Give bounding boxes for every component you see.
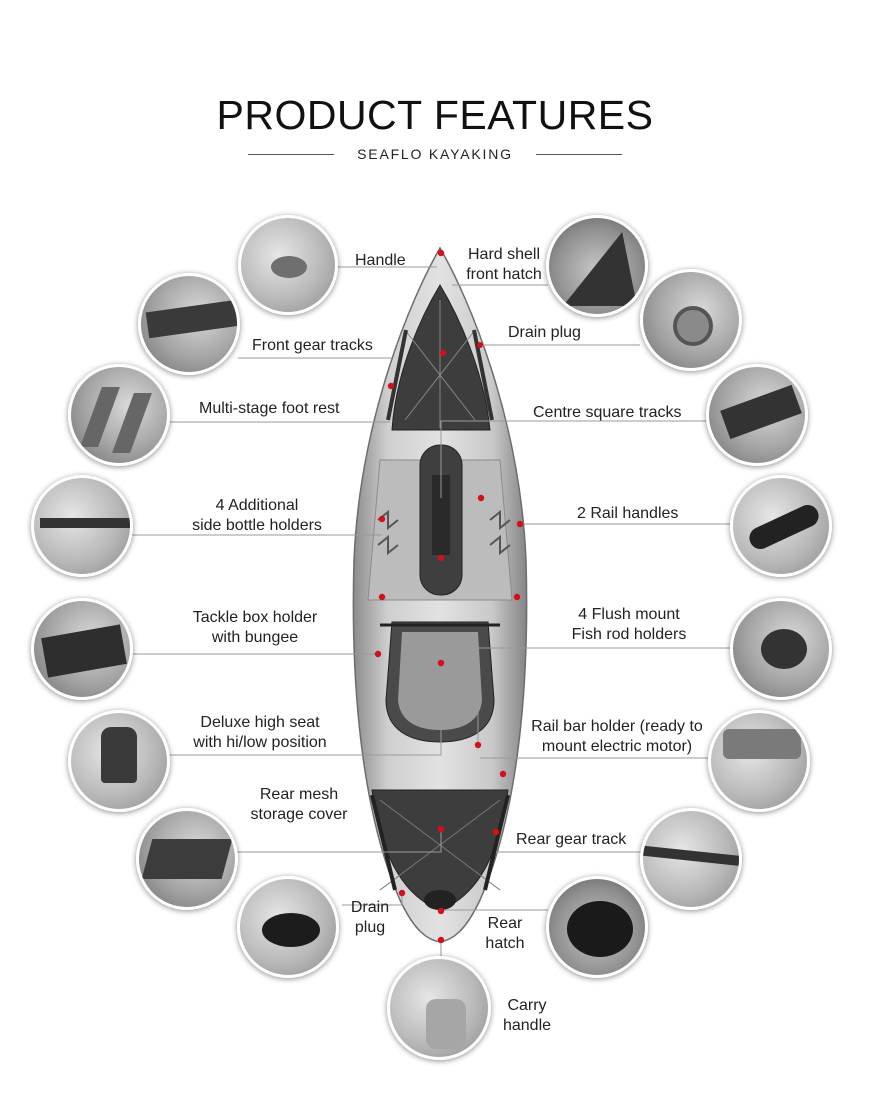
label-rail-bar: Rail bar holder (ready to mount electric… — [522, 717, 712, 757]
label-foot-rest: Multi-stage foot rest — [199, 400, 340, 417]
marker-rod-holder — [474, 741, 482, 749]
label-bottle-holders-line1: 4 Additional — [215, 497, 299, 514]
front-hatch-thumbnail — [546, 215, 648, 317]
label-rod-holders-line2: Fish rod holders — [571, 626, 687, 643]
bottle-holders-thumbnail — [31, 475, 133, 577]
label-drain-plug-bottom-line2: plug — [354, 919, 386, 936]
label-rear-hatch: Rear hatch — [476, 914, 534, 954]
label-seat-line2: with hi/low position — [193, 734, 327, 751]
rear-hatch-thumbnail — [546, 876, 648, 978]
marker-handle — [437, 249, 445, 257]
marker-rear-mesh — [437, 825, 445, 833]
drain-plug-top-thumbnail — [640, 269, 742, 371]
label-rod-holders: 4 Flush mount Fish rod holders — [560, 605, 698, 645]
feature-markers — [374, 249, 524, 944]
label-handle: Handle — [355, 252, 406, 269]
title-rule-left — [248, 154, 334, 155]
label-drain-plug-bottom-line1: Drain — [350, 899, 390, 916]
label-centre-tracks: Centre square tracks — [533, 404, 682, 421]
tackle-box-thumbnail — [31, 598, 133, 700]
label-rear-mesh-line1: Rear mesh — [259, 786, 339, 803]
marker-front-gear-tracks — [387, 382, 395, 390]
drain-plug-bottom-thumbnail — [237, 876, 339, 978]
label-bottle-holders: 4 Additional side bottle holders — [180, 496, 334, 536]
marker-rear-hatch — [437, 907, 445, 915]
page-title: PRODUCT FEATURES — [216, 92, 654, 138]
marker-bottle-holders-2 — [378, 593, 386, 601]
label-front-hatch-line2: front hatch — [466, 266, 542, 283]
rod-holders-thumbnail — [730, 598, 832, 700]
label-carry-handle-line2: handle — [502, 1017, 552, 1034]
marker-rail-handles-2 — [513, 593, 521, 601]
rail-bar-thumbnail — [708, 710, 810, 812]
label-carry-handle: Carry handle — [496, 996, 558, 1036]
marker-drain-plug-top — [477, 342, 483, 348]
marker-rear-gear-track — [492, 828, 500, 836]
label-rear-hatch-line1: Rear — [487, 915, 523, 932]
label-front-hatch: Hard shell front hatch — [458, 245, 550, 285]
rear-gear-track-thumbnail — [640, 808, 742, 910]
label-rail-bar-line1: Rail bar holder (ready to — [531, 718, 703, 735]
label-rear-gear-track: Rear gear track — [516, 831, 627, 848]
label-bottle-holders-line2: side bottle holders — [192, 517, 322, 534]
carry-handle-thumbnail — [387, 956, 491, 1060]
marker-rail-bar — [499, 770, 507, 778]
label-rear-hatch-line2: hatch — [485, 935, 525, 952]
label-carry-handle-line1: Carry — [507, 997, 547, 1014]
label-rear-mesh-line2: storage cover — [250, 806, 348, 823]
label-tackle-box-line2: with bungee — [211, 629, 299, 646]
foot-rest-thumbnail — [68, 364, 170, 466]
label-tackle-box-line1: Tackle box holder — [192, 609, 318, 626]
marker-foot-rest — [477, 494, 485, 502]
marker-carry-handle — [437, 936, 445, 944]
marker-centre-tracks — [437, 554, 445, 562]
leader-lines — [130, 266, 730, 956]
label-drain-plug-bottom: Drain plug — [340, 898, 400, 938]
marker-rail-handles — [516, 520, 524, 528]
rear-mesh-thumbnail — [136, 808, 238, 910]
label-seat: Deluxe high seat with hi/low position — [178, 713, 342, 753]
page-subtitle: SEAFLO KAYAKING — [357, 146, 513, 162]
label-front-hatch-line1: Hard shell — [467, 246, 541, 263]
marker-tackle-box — [374, 650, 382, 658]
marker-seat — [437, 659, 445, 667]
seat-thumbnail — [68, 710, 170, 812]
label-front-gear-tracks: Front gear tracks — [252, 337, 373, 354]
label-rail-bar-line2: mount electric motor) — [541, 738, 693, 755]
marker-bottle-holders — [378, 515, 386, 523]
rail-handles-thumbnail — [730, 475, 832, 577]
front-gear-tracks-thumbnail — [138, 273, 240, 375]
label-rail-handles: 2 Rail handles — [577, 505, 679, 522]
marker-drain-plug-bottom — [398, 889, 406, 897]
label-rear-mesh: Rear mesh storage cover — [240, 785, 358, 825]
handle-thumbnail — [238, 215, 338, 315]
title-rule-right — [536, 154, 622, 155]
marker-front-hatch — [439, 349, 447, 357]
label-seat-line1: Deluxe high seat — [200, 714, 320, 731]
label-tackle-box: Tackle box holder with bungee — [180, 608, 330, 648]
label-rod-holders-line1: 4 Flush mount — [578, 606, 680, 623]
label-drain-plug-top: Drain plug — [508, 324, 581, 341]
centre-tracks-thumbnail — [706, 364, 808, 466]
